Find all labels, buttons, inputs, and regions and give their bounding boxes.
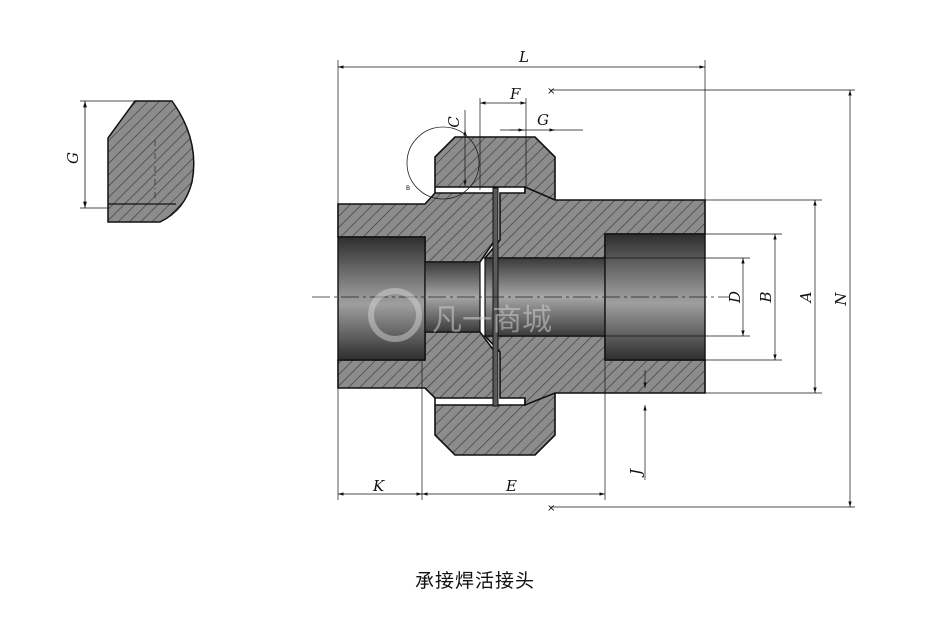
detail-view: G — [64, 100, 195, 223]
dim-label-g-detail: G — [64, 152, 82, 164]
watermark: 凡一商城 — [368, 288, 552, 342]
dimension-lines — [337, 60, 855, 508]
dim-label-a: A — [797, 291, 815, 304]
svg-text:×: × — [547, 86, 555, 97]
dim-label-j: J — [627, 468, 645, 478]
diagram-caption: 承接焊活接头 — [414, 570, 535, 592]
dim-label-e: E — [505, 477, 517, 495]
dim-label-f: F — [509, 85, 521, 103]
dim-label-k: K — [372, 477, 385, 495]
detail-circle — [406, 126, 480, 200]
dim-label-g-top: G — [537, 111, 549, 129]
detail-section — [107, 100, 195, 223]
watermark-text: 凡一商城 — [432, 303, 552, 338]
dim-label-l: L — [518, 48, 529, 66]
dim-label-d: D — [726, 291, 744, 304]
dim-label-b: B — [757, 291, 775, 303]
detail-marker: B — [406, 185, 410, 192]
nut-bottom — [434, 392, 556, 456]
dim-label-c-top: C — [445, 116, 463, 128]
dim-label-n: N — [832, 292, 850, 307]
svg-text:×: × — [547, 503, 555, 514]
main-section: B 凡一商城 — [312, 126, 730, 456]
